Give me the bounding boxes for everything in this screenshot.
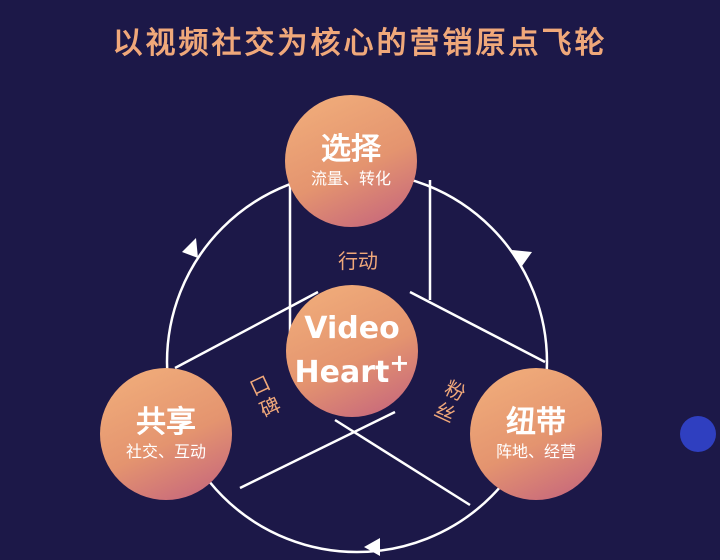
node-subtitle: 社交、互动 bbox=[125, 442, 206, 461]
node-title: 选择 bbox=[321, 132, 381, 167]
arrow-icon bbox=[364, 538, 380, 556]
label-action: 行动 bbox=[338, 249, 378, 273]
arrow-icon bbox=[182, 238, 198, 258]
center-heart: Heart bbox=[294, 355, 390, 390]
node-subtitle: 阵地、经营 bbox=[495, 442, 576, 461]
node-select: 选择 流量、转化 bbox=[285, 95, 417, 227]
node-title: 共享 bbox=[136, 405, 196, 440]
triangle-edge bbox=[409, 290, 546, 364]
node-bond: 纽带 阵地、经营 bbox=[470, 368, 602, 500]
center-plus: + bbox=[389, 349, 410, 377]
center-line2: Heart+ bbox=[295, 346, 410, 390]
arrow-icon bbox=[512, 250, 532, 266]
center-line1: Video bbox=[304, 311, 400, 346]
node-subtitle: 流量、转化 bbox=[310, 169, 391, 188]
node-video-heart: Video Heart+ bbox=[286, 285, 418, 417]
node-share: 共享 社交、互动 bbox=[100, 368, 232, 500]
triangle-edge bbox=[334, 418, 471, 507]
page-title: 以视频社交为核心的营销原点飞轮 bbox=[112, 26, 608, 61]
node-title: 纽带 bbox=[506, 405, 566, 440]
triangle-edge bbox=[239, 410, 396, 490]
triangle-edge bbox=[174, 290, 319, 370]
decorative-dot bbox=[680, 416, 716, 452]
